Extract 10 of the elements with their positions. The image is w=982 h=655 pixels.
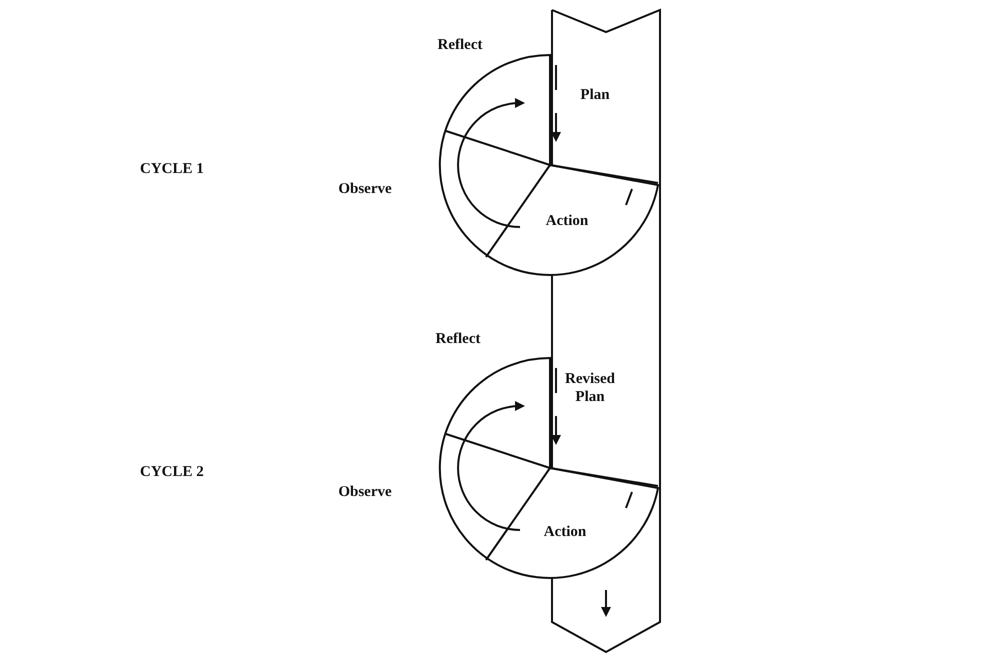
cycle-label: CYCLE 2 <box>140 463 204 481</box>
stage-label: Action <box>532 212 602 230</box>
stage-label: Reflect <box>420 36 500 54</box>
stage-label: Revised Plan <box>560 370 620 406</box>
stage-label: Plan <box>570 86 620 104</box>
stage-label: Observe <box>330 180 400 198</box>
stage-label: Reflect <box>418 330 498 348</box>
stage-label: Observe <box>330 483 400 501</box>
stage-label: Action <box>530 523 600 541</box>
cycle-label: CYCLE 1 <box>140 160 204 178</box>
